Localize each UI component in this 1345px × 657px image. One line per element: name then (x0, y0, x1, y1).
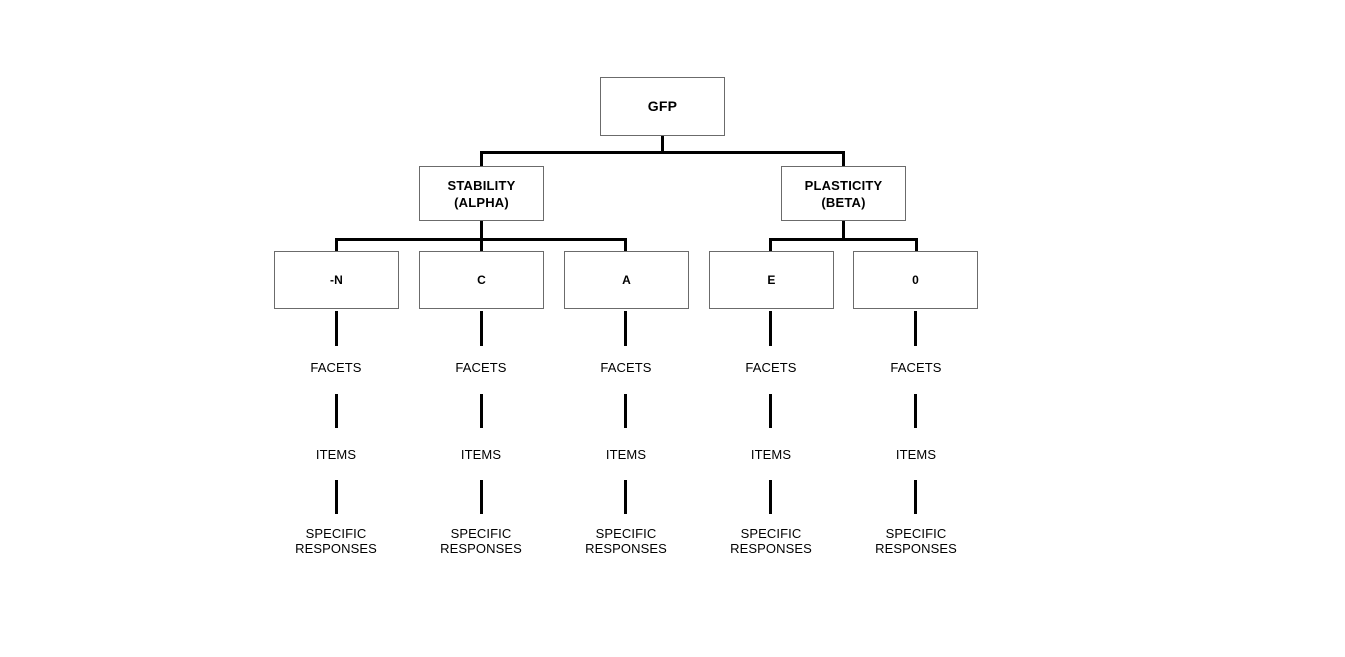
connector-stability-stem (480, 221, 483, 240)
connector-bus-to-plasticity (842, 151, 845, 167)
label-facets-column-1: FACETS (310, 360, 362, 375)
node-leaf-e-label: E (767, 272, 776, 287)
node-leaf-n-label: -N (329, 272, 344, 287)
label-items-column-2: ITEMS (460, 447, 502, 462)
node-gfp-label: GFP (647, 98, 678, 114)
connector-plasticity-bus (769, 238, 918, 241)
label-items-column-1: ITEMS (315, 447, 357, 462)
label-facets-column-3: FACETS (600, 360, 652, 375)
node-leaf-e[interactable]: E (709, 251, 834, 309)
connector-bus-to-e (769, 238, 772, 252)
node-leaf-n[interactable]: -N (274, 251, 399, 309)
connector-a-to-facets (624, 311, 627, 346)
connector-items-to-specific-column-5 (914, 480, 917, 514)
connector-gfp-stem (661, 136, 664, 153)
label-specific-responses-column-4: SPECIFIC RESPONSES (730, 526, 812, 556)
connector-c-to-facets (480, 311, 483, 346)
label-facets-column-5: FACETS (890, 360, 942, 375)
connector-facets-to-items-column-4 (769, 394, 772, 428)
connector-bus-to-stability (480, 151, 483, 167)
label-specific-responses-column-5: SPECIFIC RESPONSES (875, 526, 957, 556)
connector-e-to-facets (769, 311, 772, 346)
label-items-column-5: ITEMS (895, 447, 937, 462)
label-items-column-4: ITEMS (750, 447, 792, 462)
node-stability-label: STABILITY (ALPHA) (447, 177, 516, 210)
connector-bus-to-o (915, 238, 918, 252)
node-leaf-a-label: A (622, 272, 631, 287)
label-specific-responses-column-3: SPECIFIC RESPONSES (585, 526, 667, 556)
connector-plasticity-stem (842, 221, 845, 240)
connector-level2-bus (480, 151, 844, 154)
node-leaf-c[interactable]: C (419, 251, 544, 309)
node-plasticity[interactable]: PLASTICITY (BETA) (781, 166, 906, 221)
label-specific-responses-column-1: SPECIFIC RESPONSES (295, 526, 377, 556)
label-facets-column-2: FACETS (455, 360, 507, 375)
label-items-column-3: ITEMS (605, 447, 647, 462)
node-stability[interactable]: STABILITY (ALPHA) (419, 166, 544, 221)
connector-items-to-specific-column-3 (624, 480, 627, 514)
node-plasticity-label: PLASTICITY (BETA) (804, 177, 883, 210)
label-facets-column-4: FACETS (745, 360, 797, 375)
node-leaf-c-label: C (477, 272, 486, 287)
connector-items-to-specific-column-4 (769, 480, 772, 514)
node-leaf-o[interactable]: 0 (853, 251, 978, 309)
connector-n-to-facets (335, 311, 338, 346)
connector-o-to-facets (914, 311, 917, 346)
node-leaf-o-label: 0 (912, 272, 919, 287)
connector-facets-to-items-column-1 (335, 394, 338, 428)
node-leaf-a[interactable]: A (564, 251, 689, 309)
connector-bus-to-a (624, 238, 627, 252)
label-specific-responses-column-2: SPECIFIC RESPONSES (440, 526, 522, 556)
connector-facets-to-items-column-3 (624, 394, 627, 428)
connector-items-to-specific-column-2 (480, 480, 483, 514)
connector-facets-to-items-column-2 (480, 394, 483, 428)
connector-bus-to-c (480, 238, 483, 252)
connector-bus-to-n (335, 238, 338, 252)
connector-facets-to-items-column-5 (914, 394, 917, 428)
connector-items-to-specific-column-1 (335, 480, 338, 514)
node-gfp[interactable]: GFP (600, 77, 725, 136)
